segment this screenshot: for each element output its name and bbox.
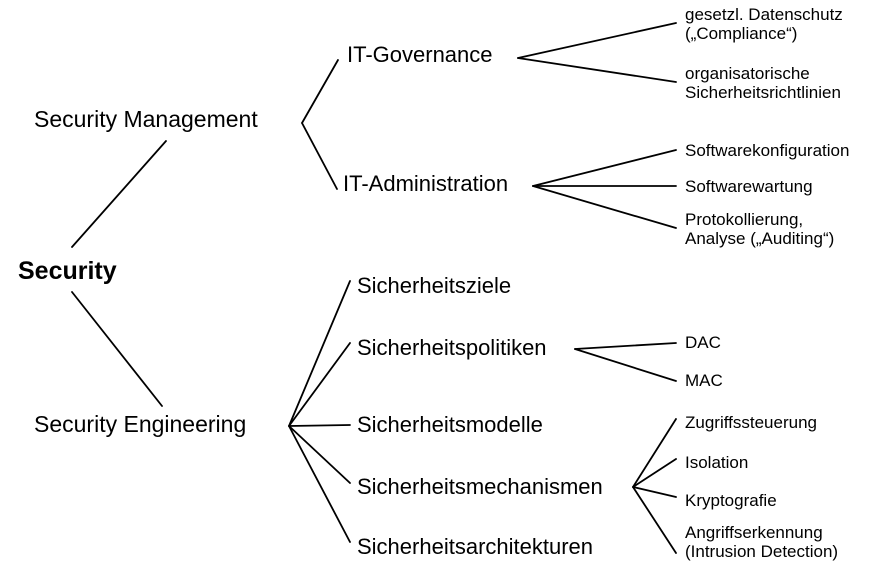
edge-management-fork-lower <box>301 122 338 190</box>
node-security-engineering: Security Engineering <box>34 411 247 437</box>
edge-mechanismen-to-kryptografie <box>632 486 677 498</box>
node-security-management: Security Management <box>34 106 258 132</box>
node-kryptografie: Kryptografie <box>685 491 777 510</box>
node-isolation: Isolation <box>685 453 749 472</box>
node-mac: MAC <box>685 371 723 390</box>
node-sicherheitsmechanismen: Sicherheitsmechanismen <box>357 474 603 499</box>
edge-mechanismen-to-isolation <box>632 458 677 488</box>
node-sicherheitsarchitekturen: Sicherheitsarchitekturen <box>357 534 594 559</box>
node-it-administration: IT-Administration <box>343 171 509 196</box>
node-sicherheitsmodelle: Sicherheitsmodelle <box>357 412 543 437</box>
node-gesetzl-datenschutz: gesetzl. Datenschutz („Compliance“) <box>685 5 843 44</box>
edge-administration-to-protokollierung <box>532 185 677 229</box>
node-sicherheitspolitiken: Sicherheitspolitiken <box>357 335 547 360</box>
node-organisatorische-sicherheitsrichtlinien: organisatorische Sicherheitsrichtlinien <box>685 64 841 103</box>
edge-engineering-to-politiken <box>288 342 351 427</box>
edge-politiken-to-dac <box>574 342 677 350</box>
edge-administration-to-konfiguration <box>532 149 677 187</box>
edge-security-to-security-engineering <box>71 291 163 407</box>
edge-politiken-to-mac <box>574 348 677 382</box>
edge-security-to-security-management <box>71 140 167 248</box>
edge-management-fork-upper <box>301 59 339 124</box>
node-zugriffssteuerung: Zugriffssteuerung <box>685 413 817 432</box>
node-angriffserkennung: Angriffserkennung (Intrusion Detection) <box>685 523 839 562</box>
edge-engineering-to-modelle <box>288 424 351 427</box>
edge-engineering-to-ziele <box>288 280 351 427</box>
edge-engineering-to-architekturen <box>288 425 351 543</box>
edge-engineering-to-mechanismen <box>288 425 351 484</box>
node-sicherheitsziele: Sicherheitsziele <box>357 273 512 298</box>
node-protokollierung-analyse: Protokollierung, Analyse („Auditing“) <box>685 210 835 249</box>
node-security: Security <box>18 257 117 285</box>
edge-governance-to-compliance <box>517 22 677 59</box>
edge-mechanismen-to-zugriffssteuerung <box>632 418 677 488</box>
node-it-governance: IT-Governance <box>347 42 493 67</box>
node-softwarewartung: Softwarewartung <box>685 177 813 196</box>
edge-governance-to-richtlinien <box>517 57 677 83</box>
edge-mechanismen-to-angriffserkennung <box>632 486 677 554</box>
node-dac: DAC <box>685 333 721 352</box>
node-softwarekonfiguration: Softwarekonfiguration <box>685 141 850 160</box>
